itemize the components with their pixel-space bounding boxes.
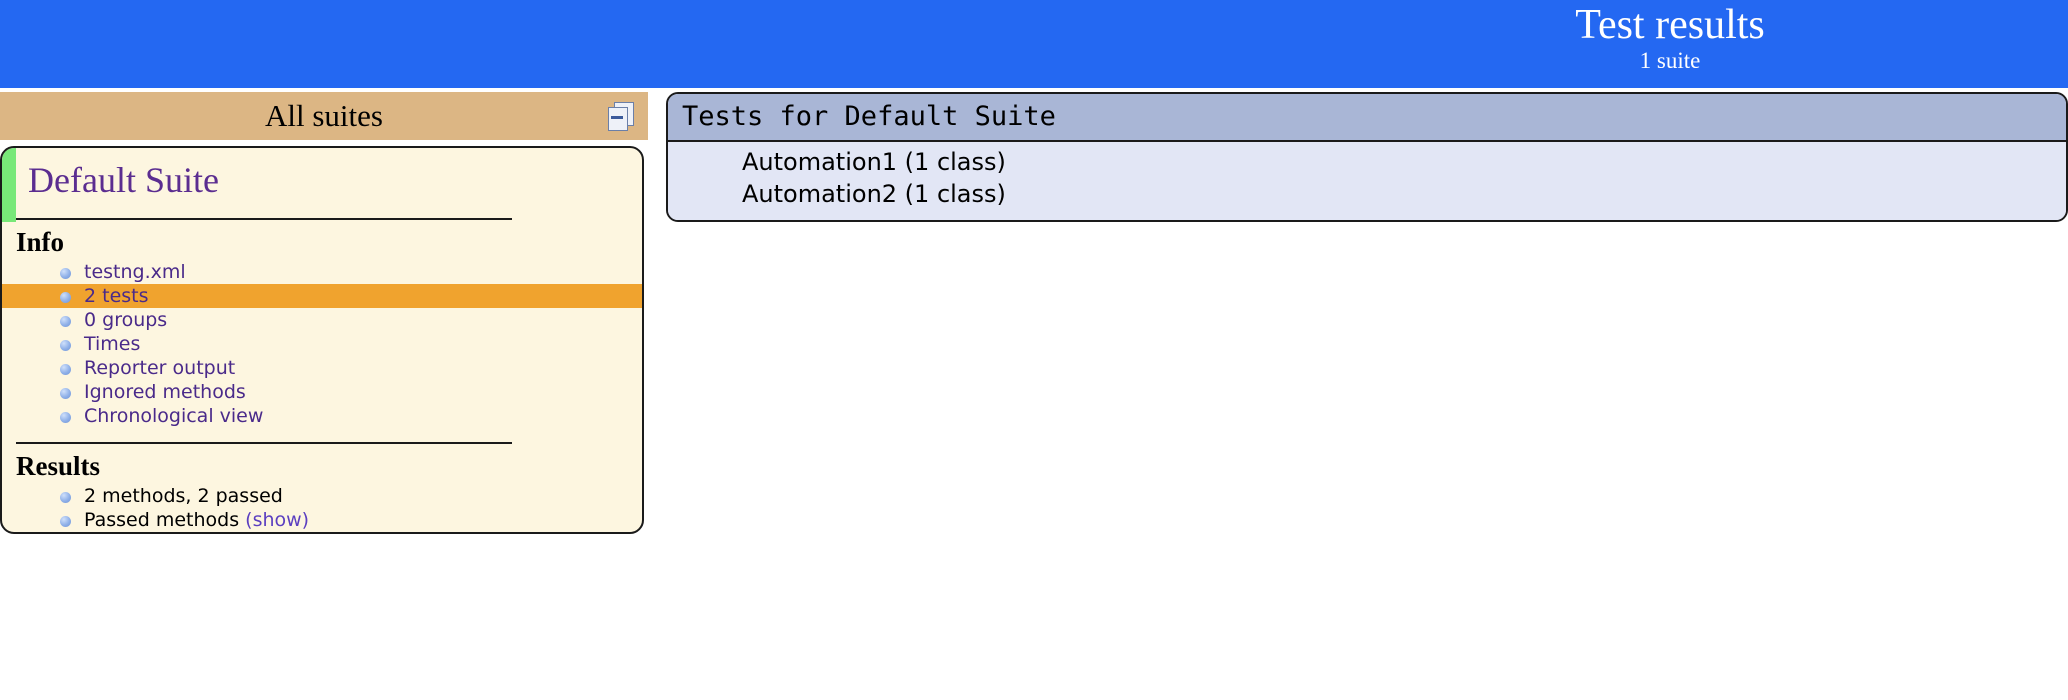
tests-panel-body: Automation1 (1 class) Automation2 (1 cla… <box>668 142 2066 220</box>
tests-detail-column: Tests for Default Suite Automation1 (1 c… <box>666 92 2068 700</box>
all-suites-panel: All suites Default Suite Info testng.xml… <box>0 92 648 700</box>
suite-status-bar <box>2 148 16 222</box>
tests-panel: Tests for Default Suite Automation1 (1 c… <box>666 92 2068 222</box>
info-link-reporter-output[interactable]: Reporter output <box>84 357 236 379</box>
test-row-automation1[interactable]: Automation1 (1 class) <box>742 148 1006 176</box>
list-item[interactable]: Times <box>2 332 642 356</box>
results-divider <box>16 442 512 444</box>
bullet-icon <box>60 388 71 399</box>
bullet-icon <box>60 492 71 503</box>
info-link-chronological-view[interactable]: Chronological view <box>84 405 264 427</box>
results-methods-summary: 2 methods, 2 passed <box>84 485 283 507</box>
info-item-list: testng.xml 2 tests 0 groups Times Report… <box>2 260 642 428</box>
list-item[interactable]: 0 groups <box>2 308 642 332</box>
banner-text-group: Test results 1 suite <box>1270 2 2068 74</box>
bullet-icon <box>60 340 71 351</box>
list-item[interactable]: Passed methods (show) <box>2 508 642 532</box>
suite-name-link[interactable]: Default Suite <box>28 160 219 200</box>
info-link-groups-count[interactable]: 0 groups <box>84 309 168 331</box>
suite-count-subtitle: 1 suite <box>1639 48 1701 73</box>
info-divider <box>16 218 512 220</box>
collapse-minus-icon[interactable] <box>608 102 634 131</box>
bullet-icon <box>60 316 71 327</box>
bullet-icon <box>60 292 71 303</box>
info-link-testng-xml[interactable]: testng.xml <box>84 261 186 283</box>
info-link-ignored-methods[interactable]: Ignored methods <box>84 381 246 403</box>
page-title: Test results <box>1575 2 1765 48</box>
list-item[interactable]: Ignored methods <box>2 380 642 404</box>
results-section-heading: Results <box>16 451 101 481</box>
list-item[interactable]: testng.xml <box>2 260 642 284</box>
suite-card-default-suite: Default Suite Info testng.xml 2 tests 0 … <box>0 146 644 534</box>
test-row-automation2[interactable]: Automation2 (1 class) <box>742 180 1006 208</box>
list-item[interactable]: Reporter output <box>2 356 642 380</box>
bullet-icon <box>60 516 71 527</box>
info-link-tests-count[interactable]: 2 tests <box>84 285 149 307</box>
info-section-heading: Info <box>16 227 65 257</box>
info-link-times[interactable]: Times <box>84 333 141 355</box>
list-item[interactable]: 2 tests <box>2 284 642 308</box>
all-suites-title: All suites <box>265 98 383 133</box>
icon-sheet-front <box>608 107 628 131</box>
list-item[interactable]: Chronological view <box>2 404 642 428</box>
bullet-icon <box>60 268 71 279</box>
all-suites-header: All suites <box>0 92 648 140</box>
list-item: 2 methods, 2 passed <box>2 484 642 508</box>
page-header-banner: Test results 1 suite <box>0 0 2068 88</box>
bullet-icon <box>60 364 71 375</box>
results-item-list: 2 methods, 2 passed Passed methods (show… <box>2 484 642 532</box>
tests-panel-header: Tests for Default Suite <box>668 94 2066 142</box>
icon-minus-glyph <box>611 116 623 119</box>
results-passed-methods-show-link[interactable]: (show) <box>245 509 310 531</box>
results-passed-methods-label: Passed methods <box>84 509 240 531</box>
bullet-icon <box>60 412 71 423</box>
